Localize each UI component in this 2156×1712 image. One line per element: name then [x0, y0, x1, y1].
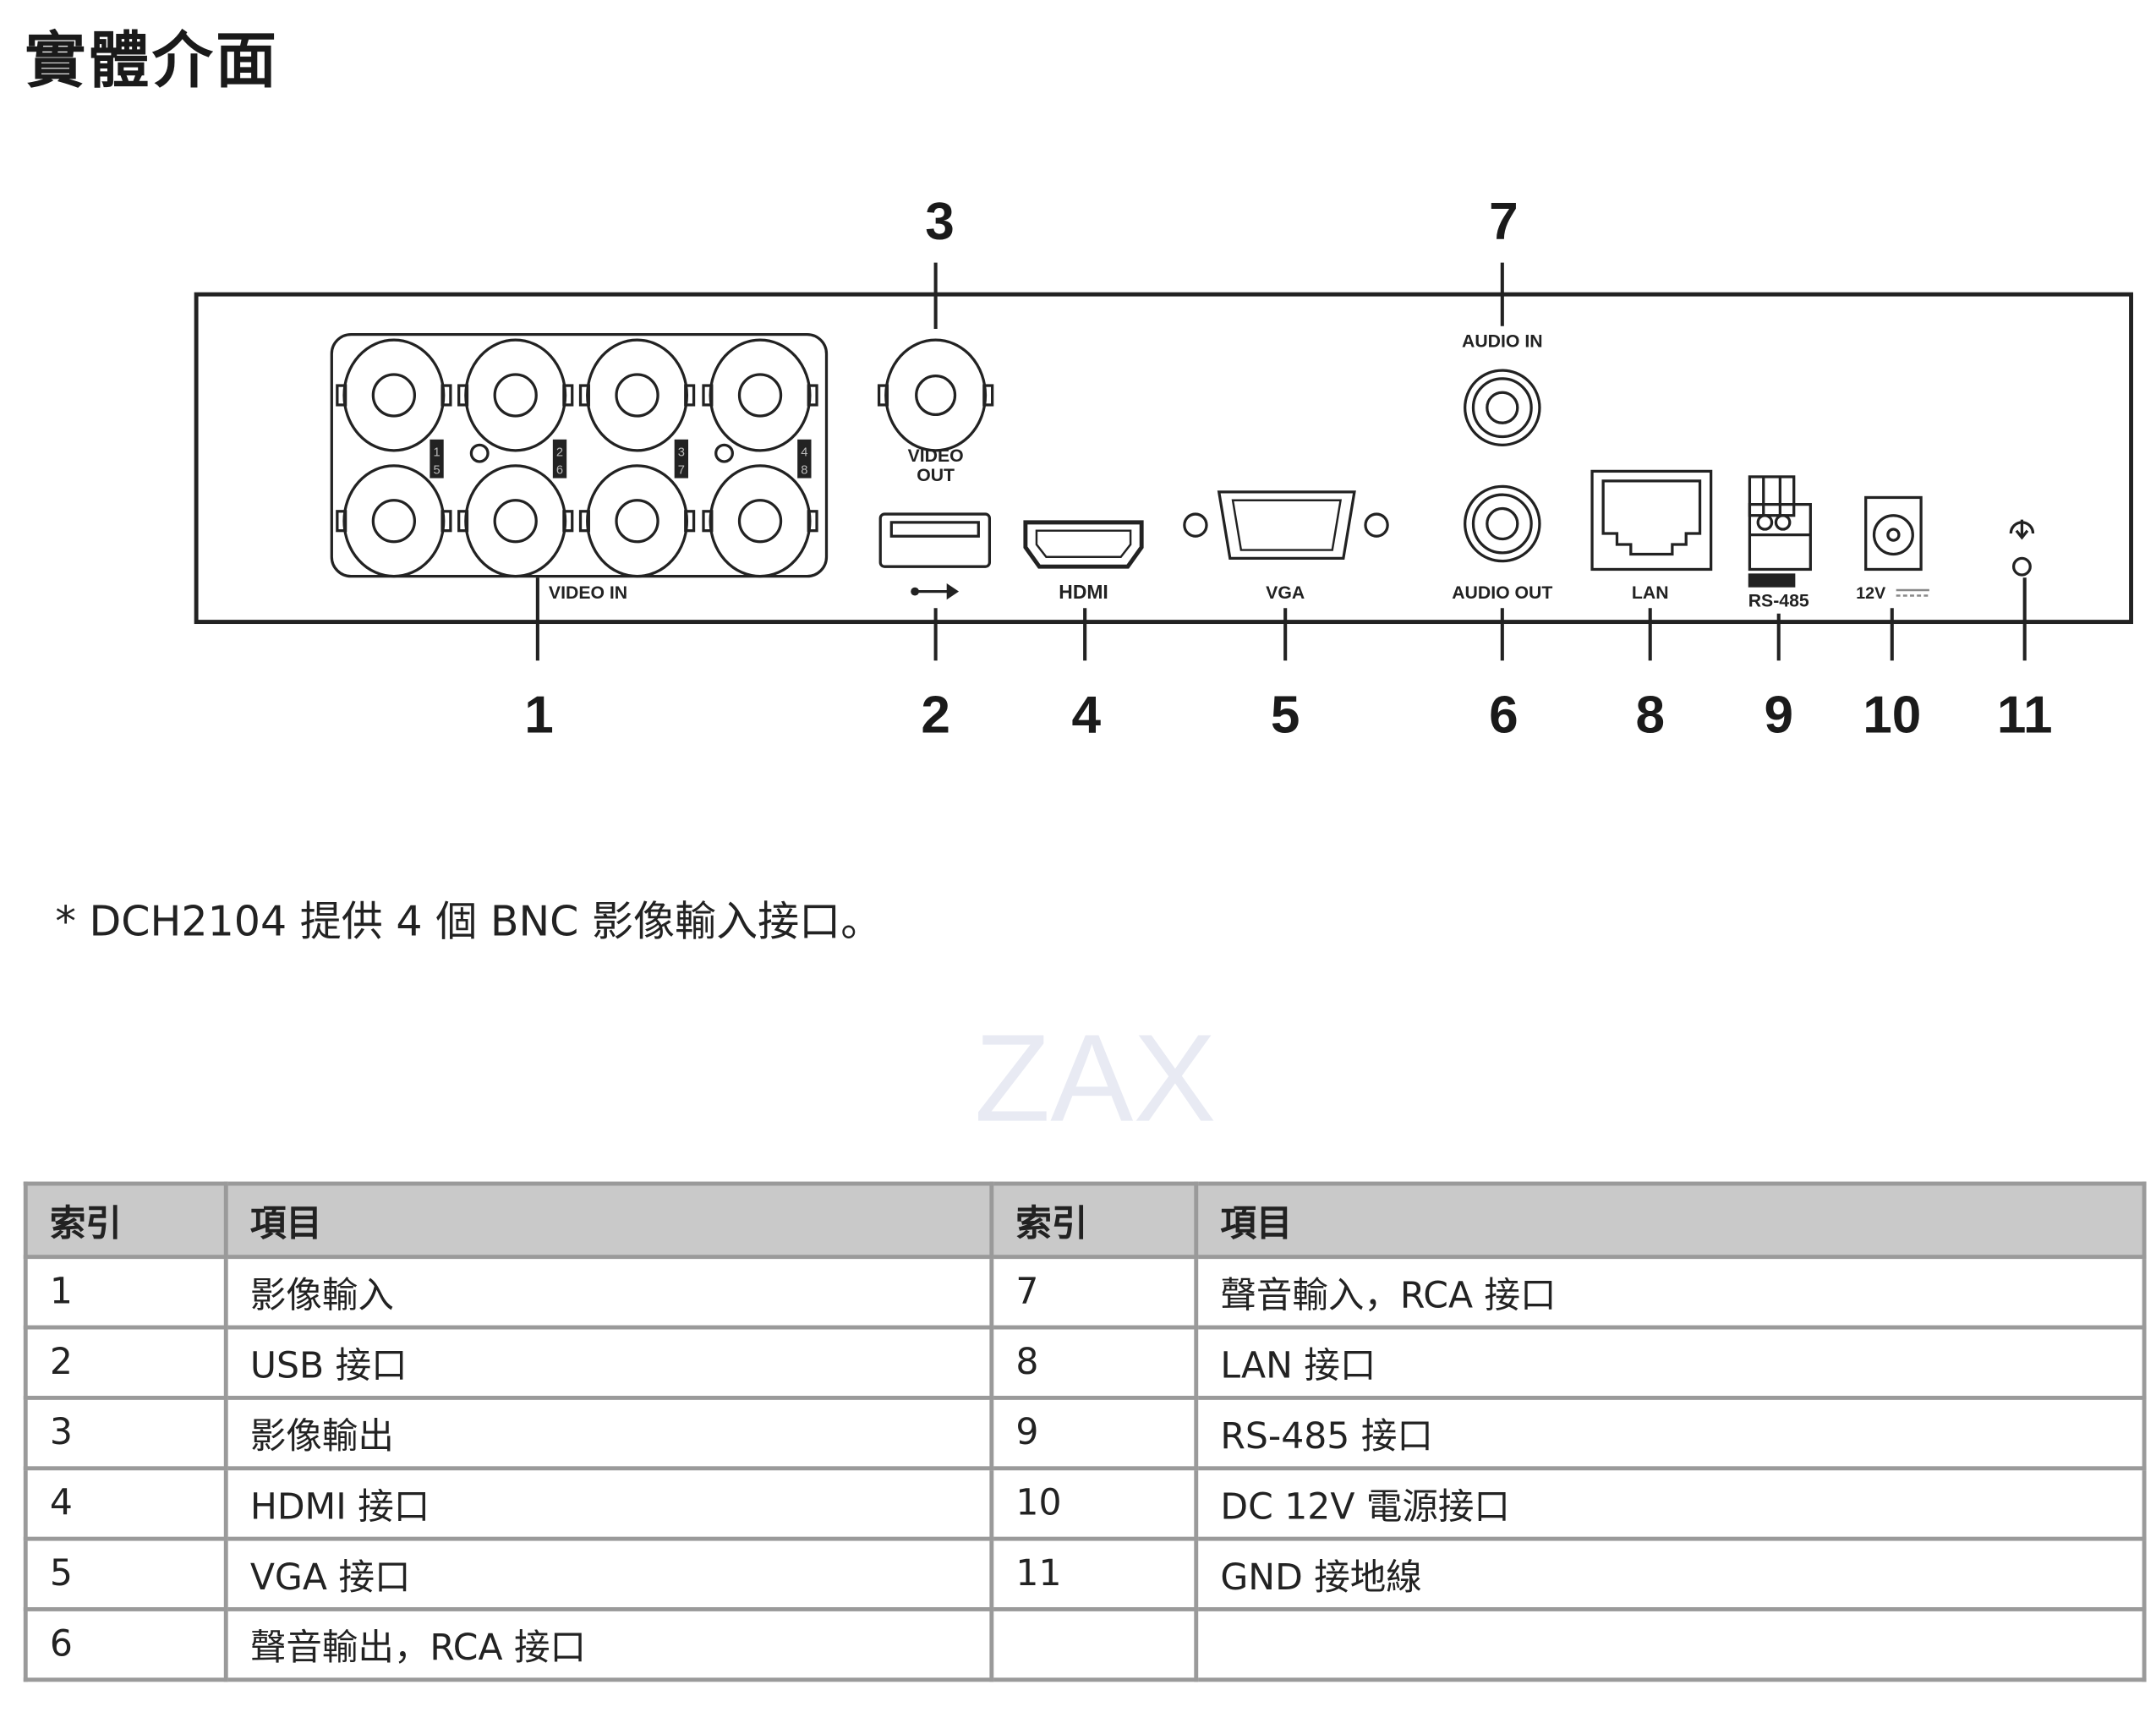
bnc-connector	[702, 338, 818, 452]
audio-out-label: AUDIO OUT	[1452, 583, 1552, 603]
power-label: 12V	[1856, 584, 1885, 603]
vga-label: VGA	[1266, 583, 1305, 603]
model-note: * DCH2104 提供 4 個 BNC 影像輸入接口。	[55, 898, 883, 947]
item-cell: 聲音輸入，RCA 接口	[1194, 1255, 2147, 1330]
item-cell: DC 12V 電源接口	[1194, 1466, 2147, 1541]
callout-5: 5	[1271, 686, 1300, 744]
item-cell: GND 接地線	[1194, 1536, 2147, 1611]
bnc-connector	[457, 338, 574, 452]
header-index-1: 索引	[23, 1181, 228, 1260]
index-cell: 5	[23, 1536, 228, 1611]
index-cell	[989, 1607, 1199, 1682]
callout-4: 4	[1072, 686, 1102, 744]
index-cell: 8	[989, 1325, 1199, 1400]
callout-9: 9	[1764, 686, 1793, 744]
channel-label: 3	[678, 446, 685, 459]
item-cell: 影像輸出	[223, 1395, 994, 1471]
header-item-1: 項目	[223, 1181, 994, 1260]
usb-icon	[911, 583, 960, 600]
rs485-label: RS-485	[1748, 591, 1809, 611]
video-out-label-1: VIDEO	[908, 446, 964, 466]
callout-7: 7	[1489, 193, 1519, 251]
callout-10: 10	[1863, 686, 1921, 744]
bnc-connector	[702, 464, 818, 578]
bnc-connector	[578, 464, 696, 578]
page-title: 實體介面	[25, 26, 280, 97]
index-cell: 7	[989, 1255, 1199, 1330]
callout-6: 6	[1489, 686, 1519, 744]
usb-port	[878, 512, 992, 568]
callout-1: 1	[524, 686, 554, 744]
vga-port	[1183, 490, 1389, 561]
index-cell: 9	[989, 1395, 1199, 1471]
lan-label: LAN	[1632, 583, 1669, 603]
channel-badge: 26	[552, 439, 567, 479]
bnc-connector	[336, 338, 452, 452]
video-out-bnc	[877, 338, 994, 452]
leader-lines	[535, 262, 2027, 661]
channel-label: 2	[556, 446, 563, 459]
callout-8: 8	[1635, 686, 1665, 744]
item-cell: VGA 接口	[223, 1536, 994, 1611]
index-cell: 1	[23, 1255, 228, 1330]
index-cell: 11	[989, 1536, 1199, 1611]
header-index-2: 索引	[989, 1181, 1199, 1260]
index-cell: 3	[23, 1395, 228, 1471]
item-cell: USB 接口	[223, 1325, 994, 1400]
channel-label: 5	[433, 464, 440, 478]
power-jack	[1864, 495, 1923, 572]
channel-label: 1	[433, 446, 440, 459]
channel-label: 8	[801, 464, 807, 478]
index-cell: 6	[23, 1607, 228, 1682]
video-in-label: VIDEO IN	[549, 583, 627, 603]
audio-in-rca	[1464, 369, 1541, 446]
index-cell: 2	[23, 1325, 228, 1400]
table-header-row: 索引 項目 索引 項目	[23, 1181, 2147, 1260]
item-cell: 聲音輸出，RCA 接口	[223, 1607, 994, 1682]
item-cell: RS-485 接口	[1194, 1395, 2147, 1471]
rs485-terminal	[1748, 475, 1812, 588]
watermark: ZAX	[974, 1009, 1217, 1149]
audio-out-rca	[1464, 484, 1541, 563]
video-out-label-2: OUT	[917, 465, 955, 485]
lan-port	[1590, 469, 1713, 572]
device-outline	[194, 292, 2134, 625]
callout-3: 3	[925, 193, 955, 251]
bnc-connector	[336, 464, 452, 578]
item-cell: 影像輸入	[223, 1255, 994, 1330]
channel-label: 7	[678, 464, 685, 478]
ground-icon	[2009, 519, 2035, 577]
channel-badge: 15	[430, 439, 444, 479]
item-cell: LAN 接口	[1194, 1325, 2147, 1400]
channel-badge: 48	[797, 439, 812, 479]
index-cell: 10	[989, 1466, 1199, 1541]
callout-11: 11	[1997, 686, 2053, 744]
bnc-connector	[457, 464, 574, 578]
item-cell	[1194, 1607, 2147, 1682]
header-item-2: 項目	[1194, 1181, 2147, 1260]
callout-2: 2	[921, 686, 950, 744]
hdmi-port	[1023, 520, 1144, 569]
audio-in-label: AUDIO IN	[1462, 331, 1543, 351]
hdmi-label: HDMI	[1059, 581, 1108, 603]
channel-label: 6	[556, 464, 563, 478]
channel-label: 4	[801, 446, 807, 459]
index-cell: 4	[23, 1466, 228, 1541]
bnc-connector	[578, 338, 696, 452]
item-cell: HDMI 接口	[223, 1466, 994, 1541]
channel-badge: 37	[674, 439, 689, 479]
